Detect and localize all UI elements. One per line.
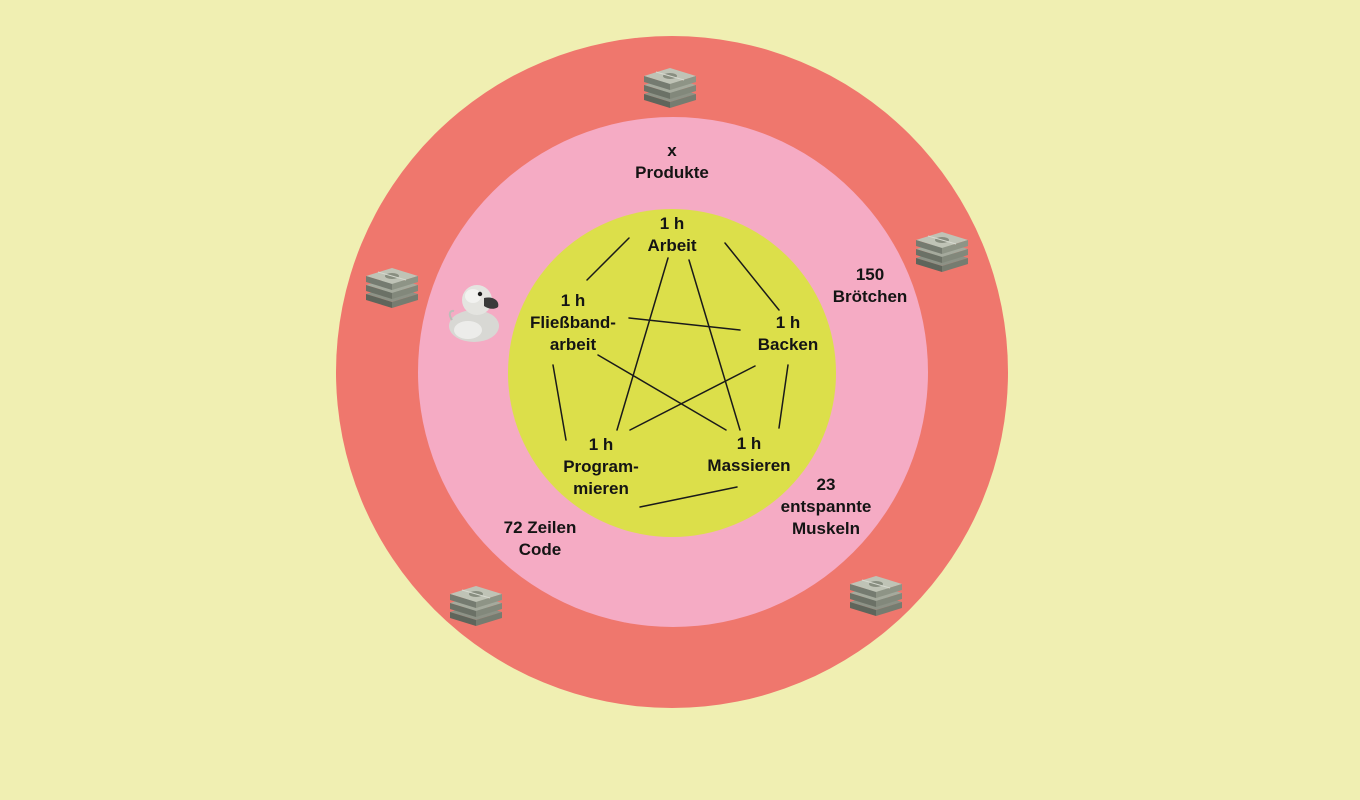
activity-name: Massieren (707, 456, 791, 475)
output-amount: 23 (816, 475, 836, 494)
activity-name: Program- (563, 457, 639, 476)
activity-backen: 1 h Backen (758, 312, 818, 356)
activity-massieren: 1 h Massieren (707, 433, 790, 477)
money-stack-icon (850, 576, 902, 616)
money-stack-icon (366, 268, 418, 308)
money-stack-icon (916, 232, 968, 272)
money-stack-icon (644, 68, 696, 108)
activity-name: Arbeit (647, 236, 697, 255)
activity-hours: 1 h (560, 291, 586, 310)
activity-arbeit: 1 h Arbeit (647, 213, 696, 257)
output-produkte: x Produkte (635, 140, 709, 184)
output-code: 72 Zeilen Code (504, 517, 577, 561)
output-unit: Muskeln (791, 519, 861, 538)
activity-name: arbeit (549, 335, 597, 354)
activity-hours: 1 h (736, 434, 762, 453)
activity-hours: 1 h (775, 313, 801, 332)
output-unit: Code (518, 540, 562, 559)
rubber-duck-icon (448, 285, 499, 342)
output-unit: Produkte (635, 163, 709, 182)
output-amount: 150 (855, 265, 885, 284)
money-stack-icon (450, 586, 502, 626)
output-amount: x (667, 141, 677, 160)
activity-name: Fließband- (530, 313, 616, 332)
output-unit: Brötchen (832, 287, 908, 306)
output-broetchen: 150 Brötchen (833, 264, 908, 308)
activity-fliessbandarbeit: 1 h Fließband- arbeit (530, 290, 616, 356)
activity-name: Backen (757, 335, 819, 354)
activity-hours: 1 h (659, 214, 685, 233)
activity-name: mieren (573, 479, 629, 498)
output-unit: entspannte (780, 497, 872, 516)
output-amount: 72 Zeilen (503, 518, 577, 537)
activity-hours: 1 h (588, 435, 614, 454)
activity-programmieren: 1 h Program- mieren (563, 434, 639, 500)
output-muskeln: 23 entspannte Muskeln (781, 474, 872, 540)
